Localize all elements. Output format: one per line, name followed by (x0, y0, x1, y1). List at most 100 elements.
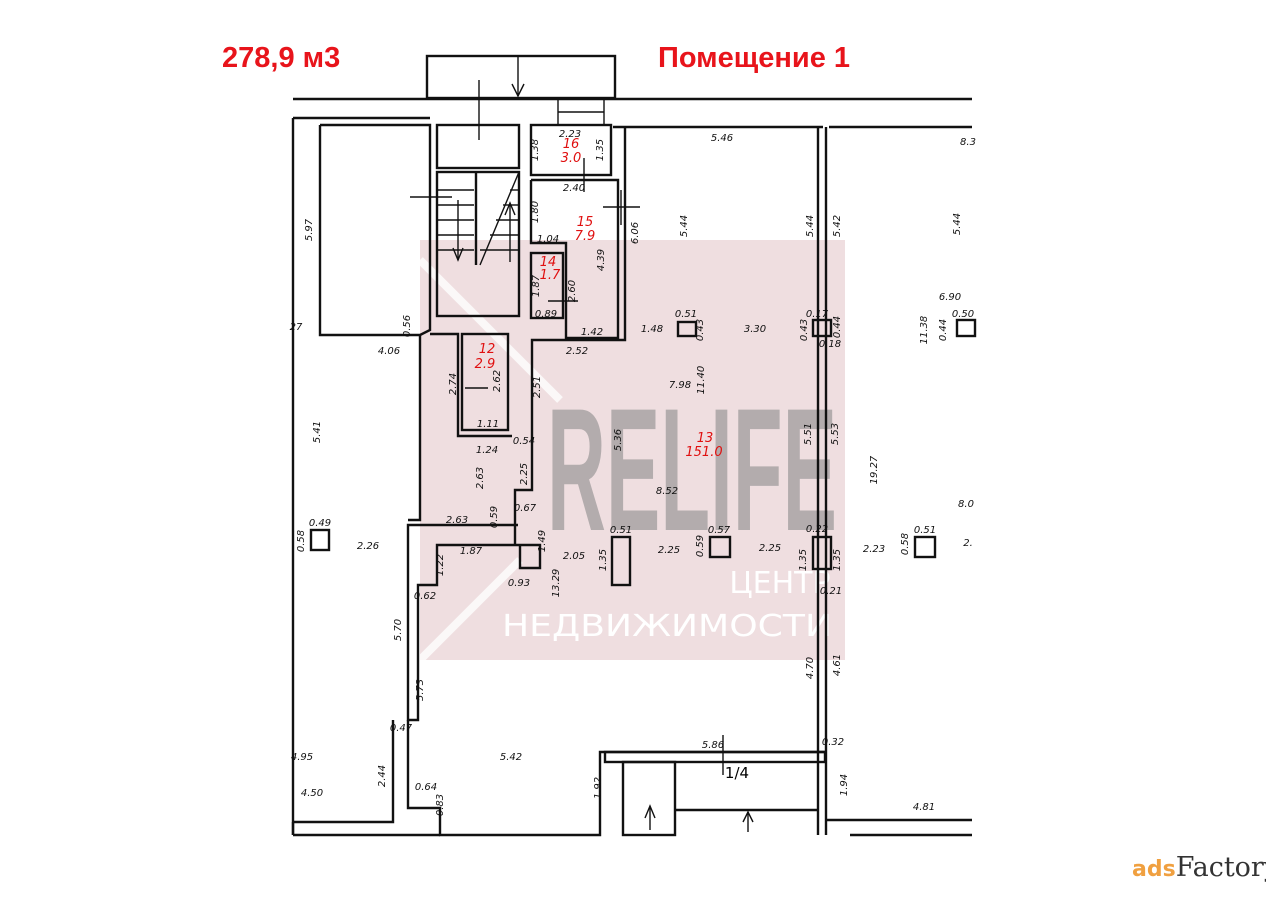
dimension-label: 1.35 (598, 549, 609, 571)
dimension-label: 5.86 (702, 740, 724, 751)
room-number: 14 (540, 255, 557, 270)
dimension-label: 1.92 (593, 777, 604, 799)
room-area: 7.9 (575, 229, 596, 244)
opening-label: 1/4 (725, 764, 749, 782)
room-area: 151.0 (685, 445, 722, 460)
dimension-label: 0.58 (900, 533, 911, 555)
room-number: 12 (479, 342, 496, 357)
dimension-label: 0.18 (819, 339, 841, 350)
dimension-label: 0.51 (914, 525, 936, 536)
dimension-label: 5.46 (711, 133, 733, 144)
dimension-label: 8.0 (958, 499, 974, 510)
dimension-label: 1.22 (435, 554, 446, 576)
dimension-label: 5.51 (803, 423, 814, 445)
dimension-label: 0.51 (675, 309, 697, 320)
dimension-label: 4.50 (301, 788, 323, 799)
watermark-line2: НЕДВИЖИМОСТИ (502, 609, 832, 644)
dimension-label: 1.35 (832, 549, 843, 571)
dimension-label: 0.21 (820, 586, 842, 597)
dimension-label: 4.95 (291, 752, 313, 763)
dimension-label: 0.58 (296, 530, 307, 552)
room-area: 3.0 (561, 151, 582, 166)
dimension-label: 0.43 (799, 319, 810, 341)
dimension-label: 2.23 (863, 544, 885, 555)
dimension-label: 2.63 (446, 515, 468, 526)
dimension-label: 0.47 (390, 723, 413, 734)
dimension-label: 8.3 (960, 137, 976, 148)
dimension-label: 0.22 (806, 524, 828, 535)
dimension-label: 7.98 (669, 380, 691, 391)
dimension-label: 0.56 (402, 315, 413, 337)
premise-title: Помещение 1 (658, 42, 851, 74)
dimension-label: 0.89 (535, 309, 557, 320)
dimension-label: 4.70 (805, 657, 816, 679)
watermark: RELIFE ЦЕНТР НЕДВИЖИМОСТИ (417, 240, 845, 663)
dimension-label: 2.74 (448, 373, 459, 395)
dimension-label: 2.25 (519, 463, 530, 485)
dimension-label: 4.06 (378, 346, 400, 357)
dimension-label: 5.41 (312, 421, 323, 443)
dimension-label: 0.49 (309, 518, 331, 529)
dimension-label: 1.24 (476, 445, 498, 456)
dimension-label: 1.35 (798, 549, 809, 571)
dimension-label: 0.43 (695, 319, 706, 341)
dimension-label: 0.17 (806, 309, 829, 320)
dimension-label: 0.67 (514, 503, 537, 514)
room-number: 15 (577, 215, 594, 230)
watermark-brand: RELIFE (547, 373, 837, 568)
dimension-label: 6.06 (630, 222, 641, 244)
dimension-label: 2.25 (759, 543, 781, 554)
dimension-label: 5.42 (500, 752, 522, 763)
dimension-label: 0.50 (952, 309, 974, 320)
dimension-label: 5.44 (952, 213, 963, 235)
dimension-label: 0.44 (832, 316, 843, 338)
dimension-label: 0.57 (708, 525, 731, 536)
dimension-label: 1.87 (531, 274, 542, 297)
dimension-label: 27 (290, 322, 303, 333)
room-area: 1.7 (540, 268, 561, 283)
dimension-label: 0.44 (938, 319, 949, 341)
dimension-label: 5.70 (393, 619, 404, 641)
dimension-label: 0.59 (695, 535, 706, 557)
dimension-label: 1.49 (537, 530, 548, 552)
dimension-label: 4.61 (832, 654, 843, 676)
dimension-label: 2.05 (563, 551, 585, 562)
logo-part2: Factory (1175, 852, 1266, 883)
dimension-label: 1.42 (581, 327, 603, 338)
dimension-label: 0.32 (822, 737, 844, 748)
room-number: 16 (563, 137, 580, 152)
dimension-label: 4.81 (913, 802, 935, 813)
dimension-label: 11.38 (919, 316, 930, 345)
room-labels: 16 3.0 15 7.9 14 1.7 12 2.9 13 151.0 1/4 (475, 137, 749, 782)
logo-part1: ads (1132, 857, 1176, 882)
dimension-label: 0.62 (414, 591, 436, 602)
dimension-label: 2.44 (377, 765, 388, 787)
dimension-label: 6.90 (939, 292, 961, 303)
dimension-label: 2. (963, 538, 973, 549)
dimension-label: 1.11 (477, 419, 499, 430)
dimension-label: 5.97 (304, 218, 315, 241)
dimension-label: 2.62 (492, 370, 503, 392)
dimension-label: 3.30 (744, 324, 766, 335)
walls (291, 54, 977, 837)
dimension-label: 1.04 (537, 234, 559, 245)
dimension-label: 0.51 (610, 525, 632, 536)
dimension-label: 2.40 (563, 183, 585, 194)
dimension-label: 5.44 (679, 215, 690, 237)
dimension-label: 1.35 (595, 139, 606, 161)
dimension-label: 8.52 (656, 486, 678, 497)
dimension-label: 5.53 (830, 423, 841, 445)
dimension-label: 1.38 (530, 139, 541, 161)
adsfactory-logo: adsFactory (1132, 852, 1266, 883)
dimension-label: 11.40 (696, 366, 707, 395)
volume-title: 278,9 м3 (222, 42, 341, 74)
dimension-label: 5.36 (613, 429, 624, 451)
watermark-line1: ЦЕНТР (729, 566, 830, 601)
dimension-label: 0.93 (508, 578, 530, 589)
dimension-label: 2.51 (532, 376, 543, 398)
dimension-label: 1.48 (641, 324, 663, 335)
dimension-label: 2.23 (559, 129, 581, 140)
dimension-label: 1.94 (839, 774, 850, 796)
dimension-label: 1.80 (530, 201, 541, 223)
